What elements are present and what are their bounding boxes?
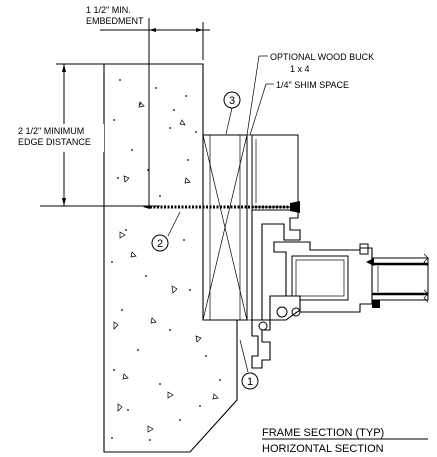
sash-frame [269, 241, 380, 321]
edge-distance-dimension [4, 63, 160, 207]
wood-buck [202, 134, 248, 321]
wood-buck-label-line2: 1 x 4 [290, 64, 310, 74]
callout-leaders [167, 55, 274, 373]
concrete-aggregate-marks [111, 79, 221, 441]
edge-distance-label-line2: EDGE DISTANCE [18, 137, 91, 147]
embedment-dimension [100, 18, 210, 206]
frame-sill-profile [251, 319, 271, 369]
svg-text:1: 1 [247, 376, 253, 388]
svg-text:3: 3 [229, 95, 235, 107]
shim-space [246, 134, 253, 321]
glass-unit [371, 253, 429, 303]
callout-1: 1 [241, 372, 259, 390]
concrete-wall [103, 63, 238, 453]
drawing-title-line2: HORIZONTAL SECTION [262, 443, 384, 455]
callout-3: 3 [223, 91, 241, 109]
anchor-screw [143, 201, 300, 213]
svg-text:2: 2 [157, 238, 163, 250]
callout-2: 2 [151, 234, 169, 252]
concrete-aggregate-triangles [113, 101, 219, 433]
shim-space-label: 1/4" SHIM SPACE [276, 80, 349, 90]
edge-distance-label-line1: 2 1/2" MINIMUM [18, 126, 84, 136]
wood-buck-label-line1: OPTIONAL WOOD BUCK [270, 52, 374, 62]
embedment-label-line1: 1 1/2" MIN. [86, 5, 131, 15]
embedment-label-line2: EMBEDMENT [86, 16, 144, 26]
drawing-title-line1: FRAME SECTION (TYP) [262, 427, 384, 439]
